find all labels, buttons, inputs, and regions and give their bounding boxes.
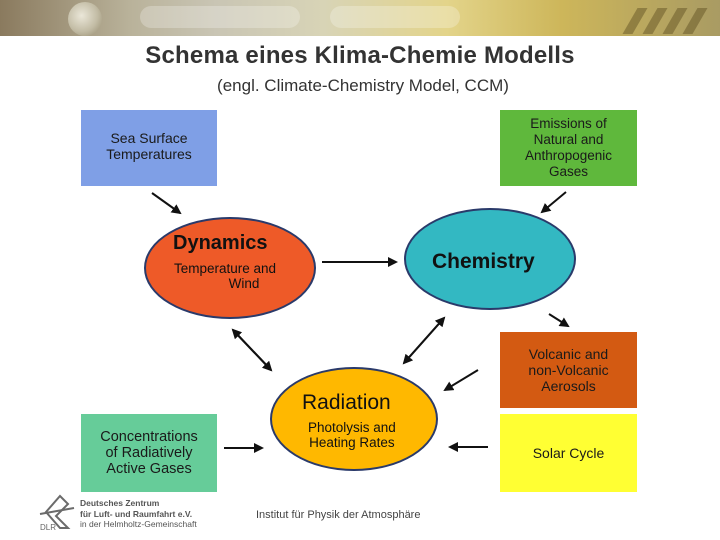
arrow-volcanic-to-radiation	[443, 369, 479, 392]
box-line: Active Gases	[106, 461, 192, 477]
banner-streak	[140, 6, 300, 28]
box-line: Concentrations	[100, 429, 198, 445]
box-line: Natural and	[533, 132, 604, 147]
header-banner	[0, 0, 720, 36]
dynamics-title: Dynamics	[173, 232, 268, 254]
box-line: Emissions of	[530, 116, 607, 131]
dlr-logo-icon: DLR	[39, 494, 75, 532]
radiation-subtitle: Photolysis and Heating Rates	[308, 420, 396, 450]
dynamics-oval: Dynamics Temperature and Wind	[144, 217, 316, 319]
logo-line: in der Helmholtz-Gemeinschaft	[80, 519, 197, 529]
logo-line: Deutsches Zentrum	[80, 498, 160, 508]
globe-image	[68, 2, 102, 36]
oval-line: Wind	[228, 276, 260, 291]
radiation-oval: Radiation Photolysis and Heating Rates	[270, 367, 438, 471]
sea-surface-temperatures-box: Sea Surface Temperatures	[81, 110, 217, 186]
box-line: Gases	[548, 164, 589, 179]
box-line: Volcanic and	[528, 346, 609, 362]
concentrations-box: Concentrations of Radiatively Active Gas…	[81, 414, 217, 492]
box-line: Solar Cycle	[532, 445, 605, 461]
box-line: Temperatures	[106, 146, 192, 162]
dlr-logo-text: Deutsches Zentrum für Luft- und Raumfahr…	[80, 498, 197, 530]
volcanic-aerosols-box: Volcanic and non-Volcanic Aerosols	[500, 332, 637, 408]
radiation-title: Radiation	[302, 391, 391, 414]
arrow-emissions-to-chemistry	[540, 191, 567, 214]
banner-streak	[330, 6, 460, 28]
page-title: Schema eines Klima-Chemie Modells	[145, 42, 575, 69]
oval-line: Heating Rates	[309, 435, 395, 450]
institute-footer: Institut für Physik der Atmosphäre	[256, 509, 421, 521]
chemistry-oval: Chemistry	[404, 208, 576, 310]
arrow-chemistry-to-volcanic	[548, 313, 570, 328]
box-line: of Radiatively	[105, 445, 193, 461]
dynamics-subtitle: Temperature and Wind	[174, 261, 276, 291]
oval-line: Temperature and	[174, 261, 277, 276]
emissions-box: Emissions of Natural and Anthropogenic G…	[500, 110, 637, 186]
page-subtitle: (engl. Climate-Chemistry Model, CCM)	[217, 76, 509, 95]
oval-line: Photolysis and	[308, 420, 396, 435]
box-line: Sea Surface	[110, 130, 188, 146]
chemistry-title: Chemistry	[432, 250, 535, 273]
solar-cycle-box: Solar Cycle	[500, 414, 637, 492]
logo-abbr: DLR	[40, 523, 56, 532]
box-line: Aerosols	[541, 378, 596, 394]
arrow-sst-to-dynamics	[151, 192, 182, 215]
logo-line: für Luft- und Raumfahrt e.V.	[80, 508, 193, 519]
box-line: non-Volcanic	[528, 362, 609, 378]
box-line: Anthropogenic	[524, 148, 613, 163]
